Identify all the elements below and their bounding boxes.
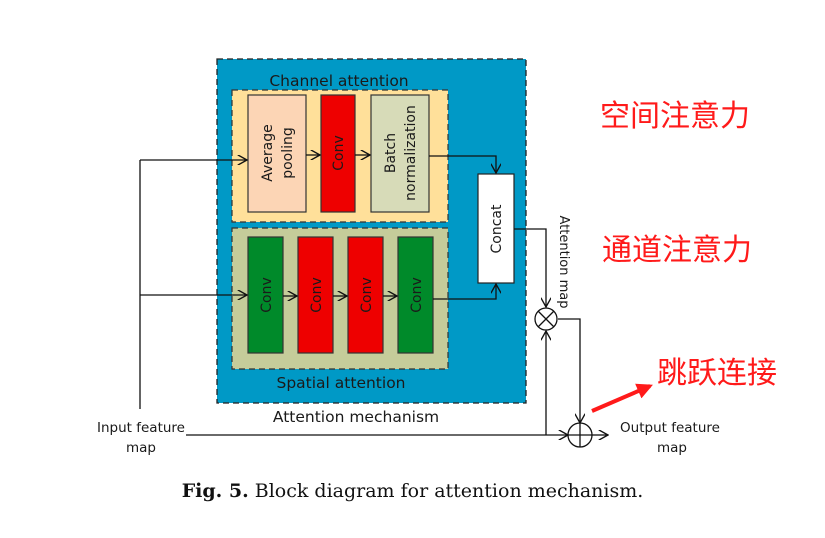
connection-lines bbox=[139, 155, 608, 435]
input-feature-label-2: map bbox=[126, 440, 156, 456]
batch-normalization-label-2: normalization bbox=[403, 105, 419, 201]
figure-caption-label: Fig. 5. bbox=[181, 480, 249, 502]
spatial-conv-label-1: Conv bbox=[259, 277, 275, 313]
input-feature-label-1: Input feature bbox=[97, 420, 185, 436]
spatial-conv-label-4: Conv bbox=[409, 277, 425, 313]
average-pooling-label-1: Average bbox=[260, 124, 276, 182]
channel-attention-annotation: 通道注意力 bbox=[602, 233, 752, 268]
average-pooling-label-2: pooling bbox=[280, 127, 296, 179]
skip-connection-pointer-arrow bbox=[591, 383, 653, 413]
concat-block bbox=[477, 173, 515, 284]
multiply-to-add-arrow bbox=[558, 318, 580, 423]
channel-to-concat-arrow bbox=[429, 155, 496, 173]
batch-normalization-block bbox=[370, 94, 430, 213]
spatial-conv-label-2: Conv bbox=[309, 277, 325, 313]
output-feature-label-1: Output feature bbox=[620, 420, 720, 436]
attention-mechanism-title: Attention mechanism bbox=[273, 408, 439, 426]
spatial-conv-label-3: Conv bbox=[359, 277, 375, 313]
spatial-conv-block-1 bbox=[247, 236, 284, 354]
spatial-attention-annotation: 空间注意力 bbox=[600, 99, 750, 134]
attention-map-arrow bbox=[514, 228, 546, 307]
figure-caption-text: Block diagram for attention mechanism. bbox=[254, 480, 644, 502]
concat-label: Concat bbox=[489, 204, 505, 253]
spatial-attention-title: Spatial attention bbox=[277, 374, 406, 392]
channel-attention-title: Channel attention bbox=[269, 72, 408, 90]
spatial-conv-block-2 bbox=[297, 236, 334, 354]
spatial-to-concat-arrow bbox=[433, 284, 496, 300]
multiply-operator-icon bbox=[534, 307, 558, 331]
skip-connection-annotation: 跳跃连接 bbox=[657, 356, 777, 391]
output-feature-label-2: map bbox=[657, 440, 687, 456]
spatial-conv-block-4 bbox=[397, 236, 434, 354]
spatial-conv-block-3 bbox=[347, 236, 384, 354]
channel-conv-label: Conv bbox=[331, 135, 347, 171]
batch-normalization-label-1: Batch bbox=[383, 133, 399, 173]
attention-map-label: Attention map bbox=[556, 215, 571, 308]
add-operator-icon bbox=[567, 422, 593, 448]
average-pooling-block bbox=[247, 94, 307, 213]
figure-caption: Fig. 5.Block diagram for attention mecha… bbox=[0, 480, 825, 502]
